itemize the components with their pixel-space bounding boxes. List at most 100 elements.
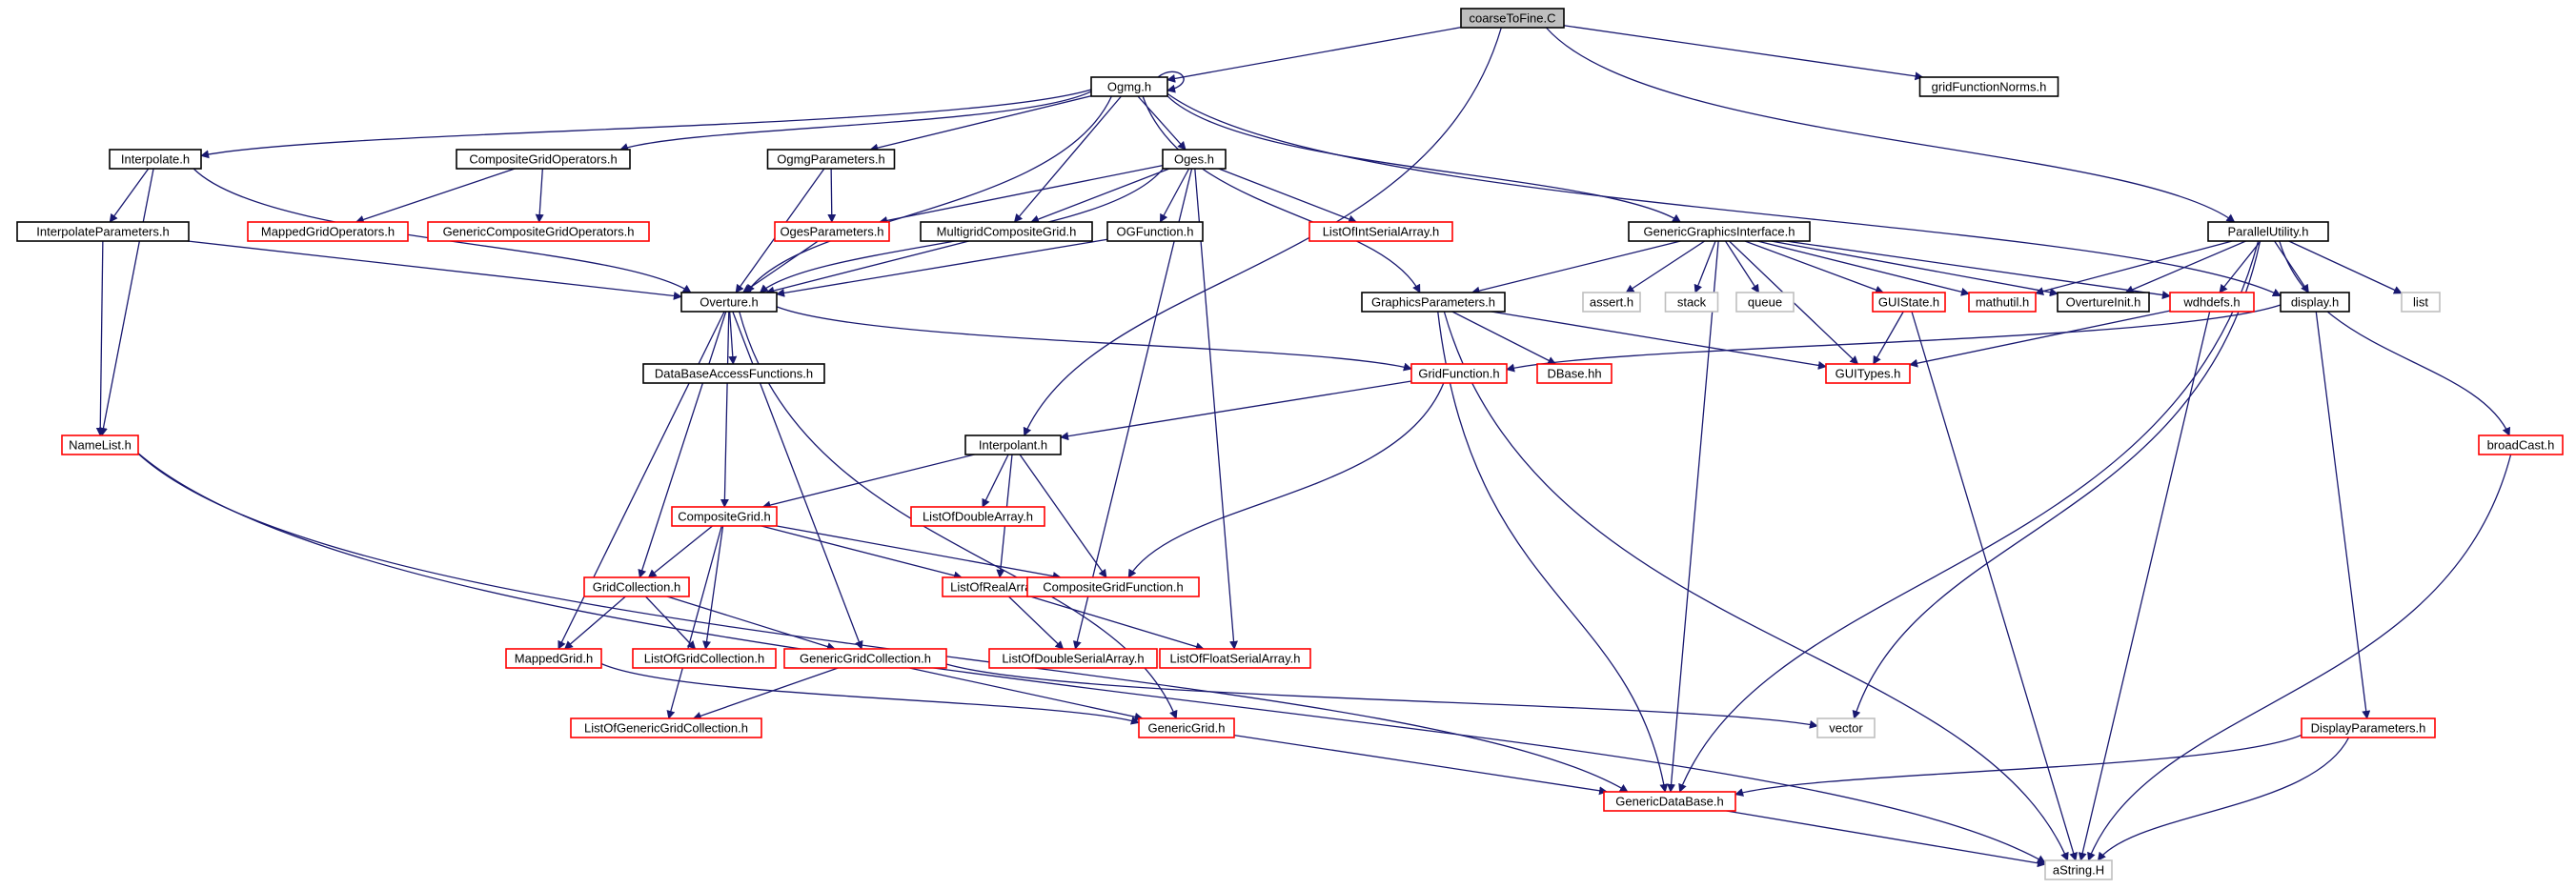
node-og-function[interactable]: OGFunction.h bbox=[1106, 221, 1204, 242]
node-stack: stack bbox=[1664, 292, 1719, 313]
node-label: CompositeGrid.h bbox=[678, 510, 771, 524]
edge-line bbox=[1142, 95, 1421, 293]
edge-line bbox=[1563, 25, 1924, 81]
node-mapped-grid-operators[interactable]: MappedGridOperators.h bbox=[247, 221, 409, 242]
edge-line bbox=[95, 240, 105, 436]
node-display-parameters[interactable]: DisplayParameters.h bbox=[2301, 717, 2436, 738]
node-list-of-double-serial-array[interactable]: ListOfDoubleSerialArray.h bbox=[988, 648, 1158, 669]
node-label: ListOfIntSerialArray.h bbox=[1323, 225, 1440, 239]
node-label: OvertureInit.h bbox=[2066, 295, 2141, 310]
node-box bbox=[570, 717, 762, 738]
node-label: NameList.h bbox=[69, 438, 132, 453]
edge-multigrid-composite-grid-to-overture bbox=[765, 240, 969, 295]
node-box bbox=[1628, 221, 1811, 242]
node-parallel-utility[interactable]: ParallelUtility.h bbox=[2207, 221, 2329, 242]
node-label: queue bbox=[1748, 295, 1782, 310]
node-gui-state[interactable]: GUIState.h bbox=[1872, 292, 1946, 313]
edge-line bbox=[1909, 310, 2171, 368]
edge-line bbox=[776, 238, 1108, 297]
node-box bbox=[680, 292, 778, 313]
edge-line bbox=[1545, 27, 2236, 223]
edge-ogmg-to-oges bbox=[1137, 95, 1187, 151]
node-generic-data-base[interactable]: GenericDataBase.h bbox=[1603, 791, 1736, 812]
node-grid-function[interactable]: GridFunction.h bbox=[1410, 363, 1508, 384]
edge-overture-to-composite-grid bbox=[720, 311, 730, 508]
node-interpolate[interactable]: Interpolate.h bbox=[109, 149, 202, 170]
node-overture-init[interactable]: OvertureInit.h bbox=[2057, 292, 2150, 313]
node-generic-composite-grid-operators[interactable]: GenericCompositeGridOperators.h bbox=[427, 221, 650, 242]
edge-line bbox=[2124, 240, 2246, 293]
edge-oges-to-multigrid-composite-grid bbox=[1030, 168, 1170, 224]
edge-line bbox=[1157, 71, 1185, 93]
edge-line bbox=[2288, 240, 2403, 294]
node-graphics-parameters[interactable]: GraphicsParameters.h bbox=[1361, 292, 1506, 313]
edge-line bbox=[666, 525, 722, 719]
node-label: broadCast.h bbox=[2487, 438, 2555, 453]
edge-line bbox=[1873, 311, 1904, 365]
edge-line bbox=[638, 311, 727, 578]
node-dbase[interactable]: DBase.hh bbox=[1536, 363, 1613, 384]
node-label: Interpolate.h bbox=[121, 152, 190, 167]
node-grid-function-norms[interactable]: gridFunctionNorms.h bbox=[1918, 76, 2059, 97]
edge-overture-to-grid-collection bbox=[638, 311, 727, 578]
edge-broad-cast-to-a-string bbox=[2087, 454, 2512, 861]
node-multigrid-composite-grid[interactable]: MultigridCompositeGrid.h bbox=[920, 221, 1093, 242]
node-box bbox=[1872, 292, 1946, 313]
edge-composite-grid-to-list-of-real-array bbox=[761, 525, 963, 580]
edge-line bbox=[187, 240, 682, 300]
node-broad-cast[interactable]: broadCast.h bbox=[2478, 434, 2564, 455]
edge-interpolate-parameters-to-overture bbox=[187, 240, 682, 300]
node-interpolate-parameters[interactable]: InterpolateParameters.h bbox=[16, 221, 190, 242]
node-list-of-double-array[interactable]: ListOfDoubleArray.h bbox=[910, 506, 1045, 527]
edge-ogmg-to-graphics-parameters bbox=[1142, 95, 1421, 293]
edge-gui-state-to-a-string bbox=[1911, 311, 2079, 861]
node-display[interactable]: display.h bbox=[2280, 292, 2350, 313]
edge-ogmg-to-composite-grid-operators bbox=[619, 91, 1092, 152]
edge-overture-to-grid-function bbox=[776, 306, 1412, 372]
node-composite-grid-function[interactable]: CompositeGridFunction.h bbox=[1026, 576, 1200, 597]
node-composite-grid-operators[interactable]: CompositeGridOperators.h bbox=[456, 149, 631, 170]
node-generic-grid-collection[interactable]: GenericGridCollection.h bbox=[783, 648, 947, 669]
edge-line bbox=[2219, 240, 2262, 293]
node-data-base-access-functions[interactable]: DataBaseAccessFunctions.h bbox=[642, 363, 825, 384]
node-list-of-grid-collection[interactable]: ListOfGridCollection.h bbox=[632, 648, 777, 669]
node-box bbox=[1460, 8, 1565, 29]
node-box bbox=[1308, 221, 1453, 242]
edge-line bbox=[200, 89, 1092, 159]
node-generic-graphics-interface[interactable]: GenericGraphicsInterface.h bbox=[1628, 221, 1811, 242]
edge-overture-to-generic-grid-collection bbox=[732, 311, 863, 650]
node-coarse-to-fine[interactable]: coarseToFine.C bbox=[1460, 8, 1565, 29]
node-ogmg[interactable]: Ogmg.h bbox=[1090, 76, 1168, 97]
edge-line bbox=[1771, 240, 2059, 297]
node-list-of-generic-grid-collection[interactable]: ListOfGenericGridCollection.h bbox=[570, 717, 762, 738]
node-interpolant[interactable]: Interpolant.h bbox=[964, 434, 1062, 455]
edge-line bbox=[1030, 168, 1170, 224]
node-wdhdefs[interactable]: wdhdefs.h bbox=[2169, 292, 2255, 313]
node-label: ListOfRealArray.h bbox=[950, 580, 1047, 595]
edge-display-parameters-to-a-string bbox=[2097, 737, 2350, 861]
edge-oges-to-list-of-float-serial-array bbox=[1194, 168, 1239, 650]
node-oges[interactable]: Oges.h bbox=[1162, 149, 1227, 170]
node-name-list[interactable]: NameList.h bbox=[61, 434, 139, 455]
node-generic-grid[interactable]: GenericGrid.h bbox=[1138, 717, 1235, 738]
node-mathutil[interactable]: mathutil.h bbox=[1968, 292, 2037, 313]
node-list-of-int-serial-array[interactable]: ListOfIntSerialArray.h bbox=[1308, 221, 1453, 242]
node-list-of-float-serial-array[interactable]: ListOfFloatSerialArray.h bbox=[1159, 648, 1311, 669]
node-grid-collection[interactable]: GridCollection.h bbox=[583, 576, 690, 597]
node-mapped-grid[interactable]: MappedGrid.h bbox=[505, 648, 602, 669]
node-box bbox=[774, 221, 890, 242]
node-label: vector bbox=[1829, 721, 1863, 736]
node-ogmg-parameters[interactable]: OgmgParameters.h bbox=[766, 149, 896, 170]
node-overture[interactable]: Overture.h bbox=[680, 292, 778, 313]
node-box bbox=[2207, 221, 2329, 242]
node-queue: queue bbox=[1735, 292, 1795, 313]
node-label: DisplayParameters.h bbox=[2311, 721, 2426, 736]
edge-composite-grid-to-composite-grid-function bbox=[776, 525, 1062, 580]
node-oges-parameters[interactable]: OgesParameters.h bbox=[774, 221, 890, 242]
node-label: ListOfGenericGridCollection.h bbox=[584, 721, 748, 736]
edge-overture-to-data-base-access-functions bbox=[728, 311, 738, 365]
edge-graphics-parameters-to-gui-types bbox=[1491, 311, 1827, 370]
node-composite-grid[interactable]: CompositeGrid.h bbox=[671, 506, 778, 527]
node-label: Interpolant.h bbox=[979, 438, 1047, 453]
node-gui-types[interactable]: GUITypes.h bbox=[1825, 363, 1911, 384]
